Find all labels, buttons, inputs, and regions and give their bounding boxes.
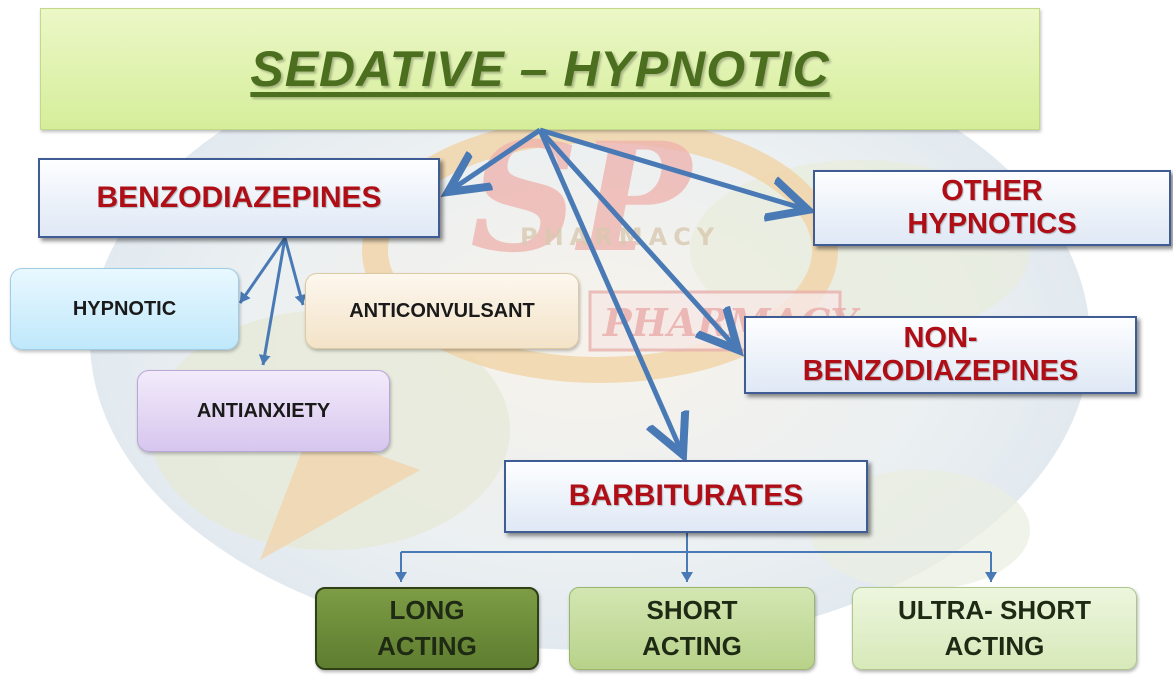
node-hypnotic: HYPNOTIC: [10, 268, 239, 350]
node-non-benzodiazepines: NON- BENZODIAZEPINES: [744, 316, 1137, 394]
arrow-title-to-non-benzodiazepines: [538, 128, 738, 350]
diagram-title: SEDATIVE – HYPNOTIC: [250, 41, 830, 97]
arrow-benzo-to-antianxiety: [258, 237, 287, 366]
arrow-title-to-benzodiazepines: [448, 127, 542, 192]
node-other-hypnotics-line1: OTHER: [941, 174, 1043, 207]
title-box: SEDATIVE – HYPNOTIC: [40, 8, 1040, 130]
node-long-acting-line2: ACTING: [377, 630, 477, 661]
node-benzodiazepines: BENZODIAZEPINES: [38, 158, 440, 238]
node-benzodiazepines-label: BENZODIAZEPINES: [96, 180, 382, 214]
node-other-hypnotics-line2: HYPNOTICS: [907, 208, 1077, 240]
node-non-benzodiazepines-line1: NON-: [903, 321, 978, 354]
node-ultra-short-acting: ULTRA- SHORT ACTING: [852, 587, 1137, 670]
node-short-acting-line1: SHORT: [646, 595, 738, 626]
node-long-acting-line1: LONG: [389, 595, 465, 626]
node-long-acting: LONG ACTING: [315, 587, 539, 670]
node-short-acting-line2: ACTING: [642, 630, 742, 661]
node-hypnotic-label: HYPNOTIC: [72, 297, 177, 320]
node-non-benzodiazepines-line2: BENZODIAZEPINES: [802, 355, 1079, 387]
node-short-acting: SHORT ACTING: [569, 587, 815, 670]
node-anticonvulsant-label: ANTICONVULSANT: [349, 299, 535, 322]
node-anticonvulsant: ANTICONVULSANT: [305, 273, 579, 349]
node-other-hypnotics: OTHER HYPNOTICS: [813, 170, 1171, 246]
node-ultra-short-acting-line2: ACTING: [944, 630, 1045, 661]
arrow-title-to-barbiturates: [537, 128, 683, 455]
node-antianxiety-label: ANTIANXIETY: [196, 399, 331, 422]
arrow-benzo-to-hypnotic: [238, 237, 287, 304]
node-ultra-short-acting-line1: ULTRA- SHORT: [897, 595, 1092, 626]
node-antianxiety: ANTIANXIETY: [137, 370, 390, 452]
node-barbiturates-label: BARBITURATES: [568, 479, 804, 513]
node-barbiturates: BARBITURATES: [504, 460, 868, 533]
arrow-benzo-to-anticonvulsant: [283, 237, 307, 306]
arrow-title-to-other-hypnotics: [539, 127, 808, 210]
